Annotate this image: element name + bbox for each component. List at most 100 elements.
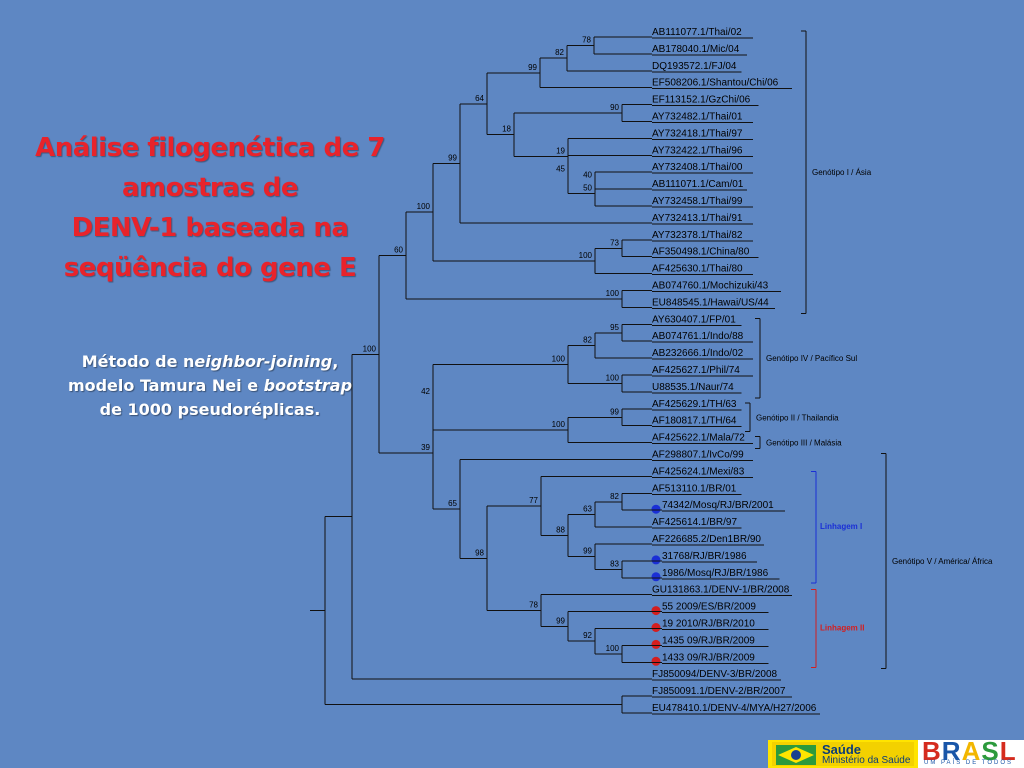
brasil-letter-l: L (999, 736, 1017, 766)
lineage-dot-icon (651, 572, 661, 582)
tip-label: GU131863.1/DENV-1/BR/2008 (652, 585, 790, 596)
bootstrap-value: 100 (579, 251, 593, 260)
saude-logo: Saúde Ministério da Saúde (772, 742, 914, 766)
bootstrap-value: 82 (555, 48, 564, 57)
brazil-flag-icon (776, 745, 816, 765)
tip-label: EF508206.1/Shantou/Chi/06 (652, 78, 779, 89)
tip-label: AF425624.1/Mexi/83 (652, 466, 745, 477)
tip-label: AY732482.1/Thai/01 (652, 112, 743, 123)
method-part-4: modelo Tamura Nei e (67, 376, 264, 395)
method-part-6: de 1000 pseudoréplicas. (99, 400, 321, 419)
ministerio-label: Ministério da Saúde (822, 755, 911, 766)
tip-label: AY630407.1/FP/01 (652, 314, 736, 325)
bootstrap-value: 83 (610, 559, 619, 568)
tip-label: AF180817.1/TH/64 (652, 416, 737, 427)
bootstrap-value: 39 (421, 443, 430, 452)
bootstrap-value: 19 (556, 146, 565, 155)
bootstrap-value: 99 (448, 153, 457, 162)
bootstrap-value: 82 (583, 335, 592, 344)
bootstrap-value: 77 (529, 496, 538, 505)
bootstrap-value: 18 (502, 125, 511, 134)
tip-label: DQ193572.1/FJ/04 (652, 61, 737, 72)
tip-label: AB074760.1/Mochizuki/43 (652, 281, 769, 292)
bootstrap-value: 42 (421, 387, 430, 396)
bootstrap-value: 50 (583, 183, 592, 192)
tip-label: AY732458.1/Thai/99 (652, 196, 743, 207)
bootstrap-value: 100 (552, 354, 566, 363)
bootstrap-value: 40 (583, 171, 592, 180)
method-description: Método de neighbor-joining, modelo Tamur… (40, 350, 380, 422)
genotype-label: Genótipo IV / Pacífico Sul (766, 354, 857, 363)
tip-label: AY732408.1/Thai/00 (652, 162, 743, 173)
tip-label: 1986/Mosq/RJ/BR/1986 (662, 568, 769, 579)
bootstrap-value: 99 (556, 616, 565, 625)
saude-label: Saúde (822, 742, 862, 757)
lineage-dot-icon (651, 623, 661, 632)
title-line-2: amostras de (121, 173, 299, 203)
tip-label: FJ850091.1/DENV-2/BR/2007 (652, 686, 786, 697)
lineage-label: Linhagem II (820, 624, 864, 633)
title-line-1: Análise filogenética de 7 (35, 133, 385, 163)
tip-label: 74342/Mosq/RJ/BR/2001 (662, 500, 774, 511)
tip-label: AF425629.1/TH/63 (652, 399, 737, 410)
tip-label: AB074761.1/Indo/88 (652, 331, 744, 342)
bootstrap-value: 90 (610, 103, 619, 112)
genotype-label: Genótipo V / América/ África (892, 557, 993, 566)
lineage-dot-icon (651, 555, 661, 565)
tip-label: AB111077.1/Thai/02 (652, 27, 742, 38)
brasil-letter-b: B (922, 736, 942, 766)
genotype-label: Genótipo I / Ásia (812, 168, 872, 177)
lineage-dot-icon (651, 504, 661, 514)
bootstrap-value: 78 (529, 601, 538, 610)
method-bootstrap: bootstrap (263, 376, 353, 395)
bootstrap-value: 78 (582, 35, 591, 44)
bootstrap-value: 100 (606, 289, 620, 298)
brasil-letter-s: S (981, 736, 1000, 766)
method-part-1: Método de n (81, 352, 195, 371)
bootstrap-value: 63 (583, 504, 592, 513)
tip-label: AF298807.1/IvCo/99 (652, 450, 744, 461)
lineage-label: Linhagem I (820, 522, 862, 531)
tip-label: AF425630.1/Thai/80 (652, 264, 743, 275)
bootstrap-value: 100 (606, 373, 620, 382)
brasil-letter-r: R (941, 736, 962, 766)
tip-label: AY732418.1/Thai/97 (652, 128, 743, 139)
phylogenetic-tree: 7882999040504519186499731001001006095821… (310, 27, 993, 715)
tip-label: AB178040.1/Mic/04 (652, 44, 740, 55)
tip-label: 19 2010/RJ/BR/2010 (662, 619, 755, 630)
footer-logo-bar: Saúde Ministério da Saúde BRASL UM PAÍS … (768, 736, 1024, 768)
tip-label: AY732413.1/Thai/91 (652, 213, 743, 224)
tip-label: EU848545.1/Hawai/US/44 (652, 297, 769, 308)
tip-label: 1435 09/RJ/BR/2009 (662, 635, 755, 646)
tip-label: AF425622.1/Mala/72 (652, 433, 745, 444)
method-part-3: , (332, 352, 339, 371)
genotype-label: Genótipo III / Malásia (766, 439, 842, 448)
tip-label: U88535.1/Naur/74 (652, 382, 734, 393)
brasil-letter-a: A (961, 736, 982, 766)
tip-label: AF226685.2/Den1BR/90 (652, 534, 761, 545)
tip-label: AB111071.1/Cam/01 (652, 179, 744, 190)
bootstrap-value: 100 (606, 644, 620, 653)
brasil-wordmark: BRASL (922, 736, 1017, 767)
title-line-3: DENV-1 baseada na (71, 213, 349, 243)
tip-label: 1433 09/RJ/BR/2009 (662, 652, 755, 663)
tip-label: AF513110.1/BR/01 (652, 483, 737, 494)
tip-label: 55 2009/ES/BR/2009 (662, 602, 756, 613)
tip-label: EU478410.1/DENV-4/MYA/H27/2006 (652, 703, 817, 714)
bootstrap-value: 100 (552, 420, 566, 429)
title-line-4: seqüência do gene E (63, 253, 357, 283)
bootstrap-value: 88 (556, 526, 565, 535)
tip-label: AF425614.1/BR/97 (652, 517, 737, 528)
bootstrap-value: 73 (610, 238, 619, 247)
genotype-label: Genótipo II / Thailandia (756, 413, 839, 422)
bootstrap-value: 100 (417, 202, 431, 211)
bootstrap-value: 99 (610, 407, 619, 416)
lineage-dot-icon (651, 606, 661, 616)
tip-label: AF350498.1/China/80 (652, 247, 750, 258)
tip-label: AY732378.1/Thai/82 (652, 230, 743, 241)
bootstrap-value: 100 (363, 344, 377, 353)
tip-label: AY732422.1/Thai/96 (652, 145, 743, 156)
bootstrap-value: 45 (556, 164, 565, 173)
bootstrap-value: 92 (583, 631, 592, 640)
tip-label: EF113152.1/GzChi/06 (652, 95, 751, 106)
